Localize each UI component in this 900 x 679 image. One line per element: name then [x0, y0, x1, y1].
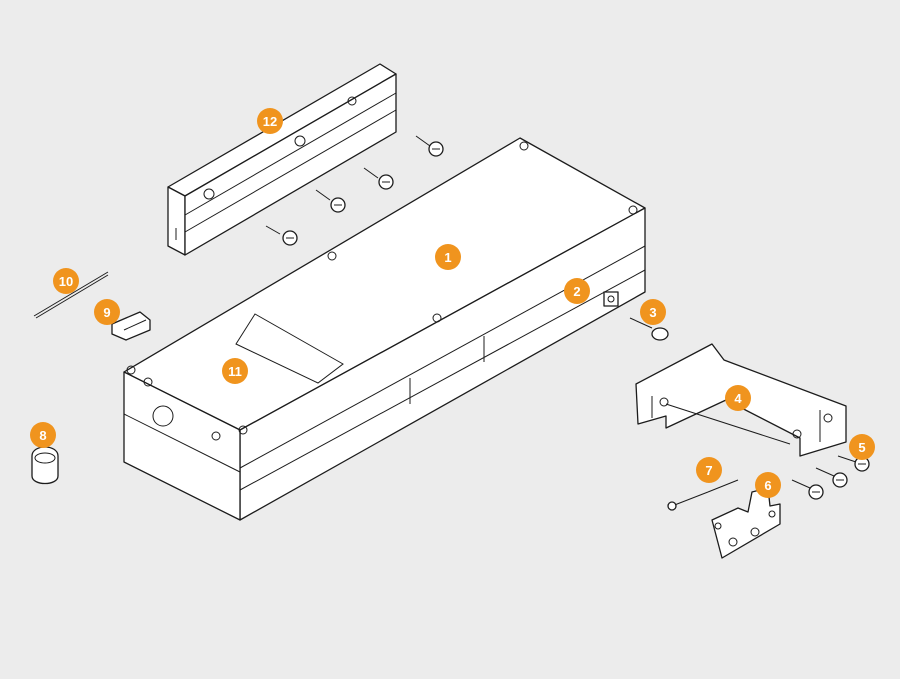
screw-bracket-1 — [837, 455, 870, 472]
screw-bracket-3 — [791, 479, 824, 500]
rod — [33, 271, 109, 319]
callout-2: 2 — [564, 278, 590, 304]
screw-rail-3 — [315, 189, 346, 213]
callout-8: 8 — [30, 422, 56, 448]
callout-12: 12 — [257, 108, 283, 134]
small-bracket — [711, 487, 781, 559]
callout-4: 4 — [725, 385, 751, 411]
callout-3: 3 — [640, 299, 666, 325]
mounting-rail — [167, 63, 397, 256]
screw-rail-4 — [265, 225, 298, 246]
screw-bracket-2 — [815, 467, 848, 488]
callout-5: 5 — [849, 434, 875, 460]
screw-rail-1 — [415, 135, 444, 157]
callout-10: 10 — [53, 268, 79, 294]
clip — [111, 311, 151, 341]
callout-6: 6 — [755, 472, 781, 498]
actuator-housing — [123, 137, 646, 521]
spindle-pin — [667, 479, 739, 511]
callout-1: 1 — [435, 244, 461, 270]
callout-11: 11 — [222, 358, 248, 384]
callout-7: 7 — [696, 457, 722, 483]
sleeve — [31, 446, 59, 485]
callout-9: 9 — [94, 299, 120, 325]
side-socket — [603, 291, 619, 307]
screw-rail-2 — [363, 167, 394, 190]
bolt-pin — [629, 317, 669, 341]
